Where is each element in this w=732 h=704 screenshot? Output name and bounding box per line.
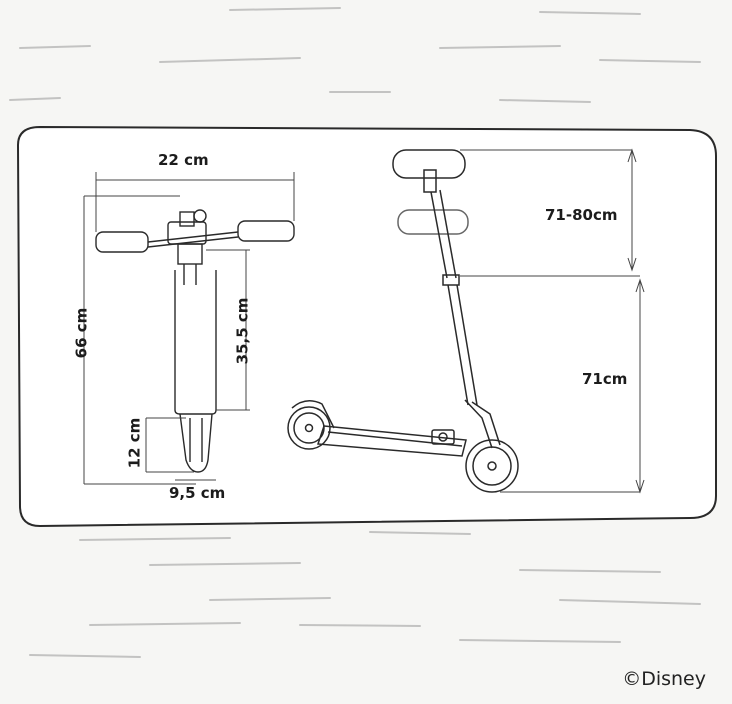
total-length-label: 66 cm [72, 307, 91, 359]
deck-width-label: 9,5 cm [169, 484, 226, 502]
deck-length-label: 35,5 cm [233, 297, 252, 365]
left-dimension-lines [83, 172, 295, 485]
panel-outline [16, 125, 717, 528]
background-texture [9, 7, 701, 658]
base-height-label: 71cm [582, 370, 628, 388]
scooter-top-view [95, 209, 295, 473]
disney-copyright: ©Disney [622, 668, 706, 690]
scooter-side-view [287, 149, 519, 493]
handle-adjust-label: 71-80cm [545, 206, 618, 224]
wheel-section-label: 12 cm [125, 417, 144, 469]
handlebar-width-label: 22 cm [158, 151, 209, 169]
right-dimension-lines [460, 148, 645, 494]
